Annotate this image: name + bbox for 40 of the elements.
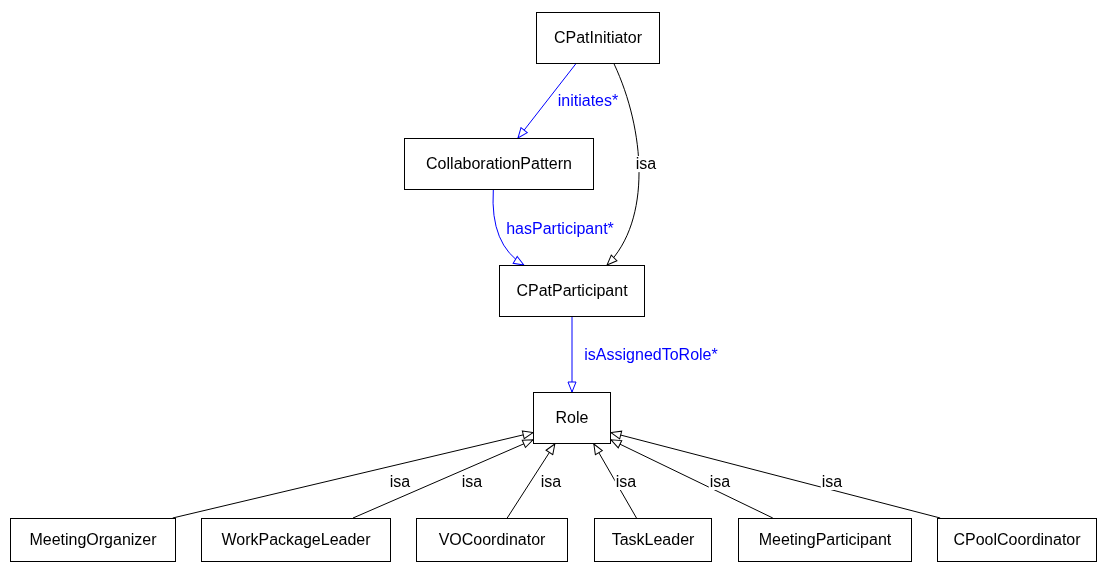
arrow (352, 439, 534, 519)
class-box (499, 265, 645, 317)
edge-label: hasParticipant* (505, 221, 615, 237)
arrow (506, 443, 556, 519)
arrow (172, 430, 534, 519)
class-box (404, 138, 594, 190)
edge-label: isa (820, 474, 844, 490)
class-name: CPoolCoordinator (953, 530, 1081, 550)
class-name: CPatInitiator (553, 28, 642, 48)
edge-label: isa (614, 474, 638, 490)
arrow (593, 443, 637, 519)
class-name: TaskLeader (611, 530, 695, 550)
class-box (937, 518, 1097, 562)
edge-label: isa (388, 474, 412, 490)
class-name: Role (555, 408, 589, 428)
edge-label: isa (634, 156, 658, 172)
class-box (536, 12, 660, 64)
edge-label: initiates* (556, 93, 620, 109)
class-name: CollaborationPattern (426, 154, 572, 174)
arrow (517, 63, 577, 139)
class-box (416, 518, 568, 562)
class-box (533, 392, 611, 444)
class-name: VOCoordinator (438, 530, 546, 550)
class-name: CPatParticipant (516, 281, 628, 301)
class-name: MeetingParticipant (758, 530, 892, 550)
class-box (10, 518, 176, 562)
edge-label: isa (460, 474, 484, 490)
arrow (610, 439, 774, 519)
edge-label: isAssignedToRole* (583, 347, 719, 363)
class-box (738, 518, 912, 562)
arrow (492, 189, 525, 266)
arrow (610, 430, 941, 519)
class-box (201, 518, 391, 562)
edge-label: isa (708, 474, 732, 490)
class-name: WorkPackageLeader (221, 530, 371, 550)
class-name: MeetingOrganizer (29, 530, 157, 550)
class-box (594, 518, 712, 562)
arrow (606, 63, 640, 266)
edge-label: isa (539, 474, 563, 490)
arrow (567, 316, 577, 393)
